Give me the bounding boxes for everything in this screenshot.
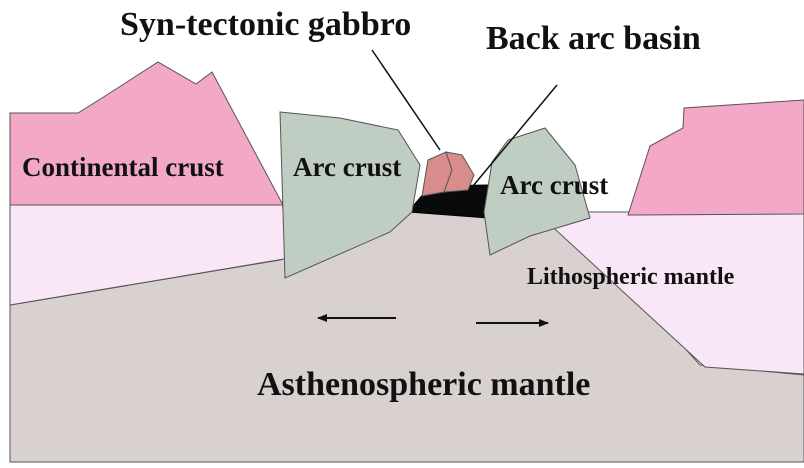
label-syn-tectonic-gabbro: Syn-tectonic gabbro <box>120 6 411 43</box>
label-continental-crust: Continental crust <box>22 152 224 182</box>
continental-crust-right <box>628 100 804 215</box>
label-arc-crust-right: Arc crust <box>500 170 608 200</box>
label-back-arc-basin: Back arc basin <box>486 20 701 57</box>
label-asthenospheric-mantle: Asthenospheric mantle <box>257 366 590 403</box>
label-lithospheric-mantle: Lithospheric mantle <box>527 264 735 290</box>
continental-crust-left <box>10 62 283 205</box>
label-arc-crust-left: Arc crust <box>293 152 401 182</box>
